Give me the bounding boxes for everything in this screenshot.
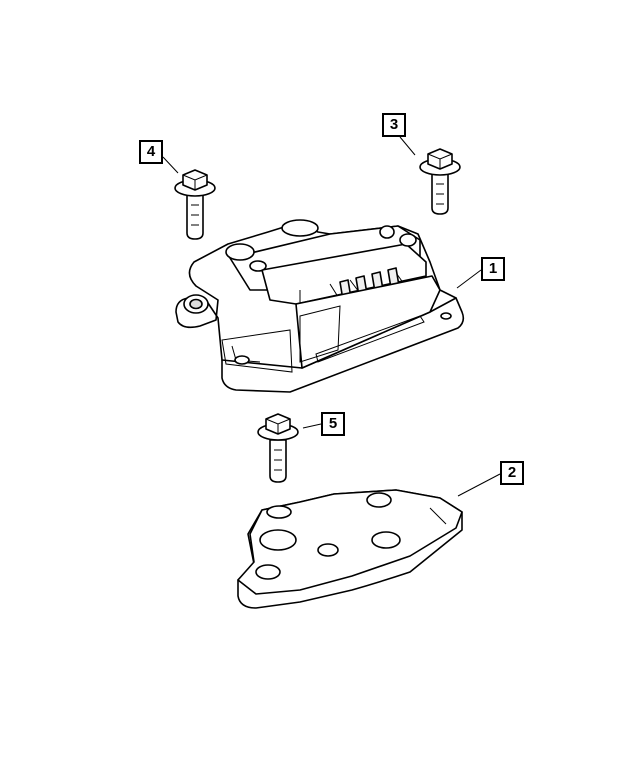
bolt-3 [419, 148, 461, 215]
leader-line-3 [399, 136, 416, 156]
leader-line-1 [456, 269, 482, 289]
bracket-plate [237, 489, 463, 609]
callout-5: 5 [321, 412, 345, 436]
bolt-4 [174, 169, 216, 240]
callout-3: 3 [382, 113, 406, 137]
callout-4: 4 [139, 140, 163, 164]
leader-line-2 [457, 473, 501, 497]
leader-line-5 [302, 423, 322, 429]
leader-line-4 [162, 156, 179, 174]
callout-1: 1 [481, 257, 505, 281]
callout-2: 2 [500, 461, 524, 485]
bolt-5 [257, 413, 299, 483]
mount-assembly [175, 219, 465, 393]
leader-lines [162, 136, 501, 497]
